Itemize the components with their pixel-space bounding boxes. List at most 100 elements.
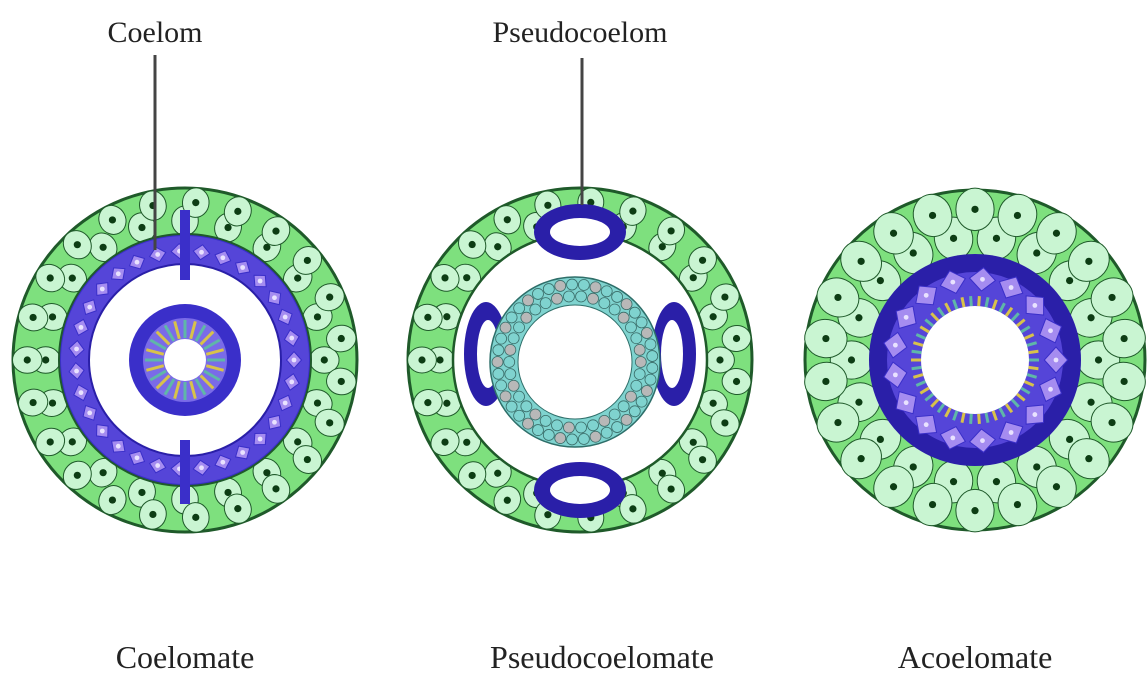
cell-nucleus xyxy=(47,438,54,445)
endoderm-cell xyxy=(578,433,589,444)
acoelomate-figure: Acoelomate xyxy=(802,188,1147,673)
endoderm-cell xyxy=(505,369,516,380)
endoderm-cell xyxy=(618,312,629,323)
endoderm-cell xyxy=(986,413,988,423)
endoderm-cell xyxy=(588,293,599,304)
endoderm-cell xyxy=(567,434,578,445)
cell-nucleus xyxy=(710,313,717,320)
endoderm-cell xyxy=(599,415,610,426)
endoderm-cell xyxy=(625,391,636,402)
cell-nucleus xyxy=(544,511,551,518)
cell-nucleus xyxy=(463,439,470,446)
cell-nucleus xyxy=(224,224,231,231)
cell-nucleus xyxy=(1033,249,1040,256)
endoderm-cell xyxy=(971,414,972,424)
cell-nucleus xyxy=(304,257,311,264)
pseudocoelom-label: Pseudocoelom xyxy=(493,16,668,49)
endoderm-cell xyxy=(500,322,511,333)
endoderm-cell xyxy=(496,333,507,344)
cell-nucleus xyxy=(42,356,49,363)
cell-nucleus xyxy=(155,463,160,468)
cell-nucleus xyxy=(292,358,297,363)
endoderm-cell xyxy=(912,367,922,368)
cell-nucleus xyxy=(272,228,279,235)
cell-nucleus xyxy=(1032,412,1037,417)
endoderm-cell xyxy=(634,344,645,355)
cell-nucleus xyxy=(699,456,706,463)
cell-nucleus xyxy=(716,356,723,363)
endoderm-cell xyxy=(647,351,658,362)
acoelomate-label: Acoelomate xyxy=(898,639,1053,673)
cell-nucleus xyxy=(929,212,936,219)
endoderm-cell xyxy=(631,333,642,344)
cell-nucleus xyxy=(890,230,897,237)
cell-nucleus xyxy=(924,293,929,298)
cell-nucleus xyxy=(116,271,121,276)
cell-nucleus xyxy=(199,250,204,255)
endoderm-cell xyxy=(540,298,551,309)
endoderm-cell xyxy=(601,286,612,297)
cell-nucleus xyxy=(1085,258,1092,265)
cell-nucleus xyxy=(910,249,917,256)
cell-nucleus xyxy=(443,400,450,407)
cell-nucleus xyxy=(258,279,263,284)
cell-nucleus xyxy=(904,400,909,405)
endoderm-cell xyxy=(629,307,640,318)
endoderm-cell xyxy=(505,344,516,355)
endoderm-cell xyxy=(641,385,652,396)
cell-nucleus xyxy=(338,378,345,385)
endoderm-cell xyxy=(523,418,534,429)
cell-nucleus xyxy=(848,356,855,363)
cell-nucleus xyxy=(87,305,92,310)
endoderm-cell xyxy=(540,415,551,426)
endoderm-cell xyxy=(578,280,589,291)
endoderm-cell xyxy=(609,304,620,315)
cell-nucleus xyxy=(289,336,294,341)
endoderm-cell xyxy=(1028,351,1038,352)
cell-nucleus xyxy=(1014,212,1021,219)
cell-nucleus xyxy=(29,314,36,321)
cell-nucleus xyxy=(338,335,345,342)
endoderm-cell xyxy=(563,422,574,433)
endoderm-cell xyxy=(609,409,620,420)
cell-nucleus xyxy=(877,277,884,284)
cell-nucleus xyxy=(220,255,225,260)
cell-nucleus xyxy=(49,313,56,320)
coelomate-label: Coelomate xyxy=(116,639,255,673)
endoderm-cell xyxy=(912,351,922,352)
pseudocoelomate-figure: Pseudocoelom Pseudocoelomate xyxy=(408,16,753,673)
cell-nucleus xyxy=(950,280,955,285)
cell-nucleus xyxy=(1087,399,1094,406)
cell-nucleus xyxy=(418,356,425,363)
endoderm-cell xyxy=(506,401,517,412)
cell-nucleus xyxy=(100,287,105,292)
cell-nucleus xyxy=(443,313,450,320)
endoderm-cell xyxy=(500,391,511,402)
cell-nucleus xyxy=(314,399,321,406)
cell-nucleus xyxy=(24,356,31,363)
cell-nucleus xyxy=(469,472,476,479)
cell-nucleus xyxy=(1108,419,1115,426)
cell-nucleus xyxy=(980,438,985,443)
cell-nucleus xyxy=(258,437,263,442)
cell-nucleus xyxy=(668,227,675,234)
cell-nucleus xyxy=(87,410,92,415)
endoderm-cell xyxy=(504,357,515,368)
cell-nucleus xyxy=(890,483,897,490)
cell-nucleus xyxy=(893,343,898,348)
cell-nucleus xyxy=(733,335,740,342)
cell-nucleus xyxy=(668,485,675,492)
endoderm-cell xyxy=(634,369,645,380)
endoderm-cell xyxy=(551,420,562,431)
cell-nucleus xyxy=(74,472,81,479)
cell-nucleus xyxy=(74,369,79,374)
endoderm-cell xyxy=(621,414,632,425)
cell-nucleus xyxy=(1087,314,1094,321)
cell-nucleus xyxy=(272,485,279,492)
endoderm-cell xyxy=(986,297,988,307)
cell-nucleus xyxy=(544,202,551,209)
muscle-band-right-hole xyxy=(661,320,683,388)
cell-nucleus xyxy=(116,444,121,449)
cell-nucleus xyxy=(155,252,160,257)
